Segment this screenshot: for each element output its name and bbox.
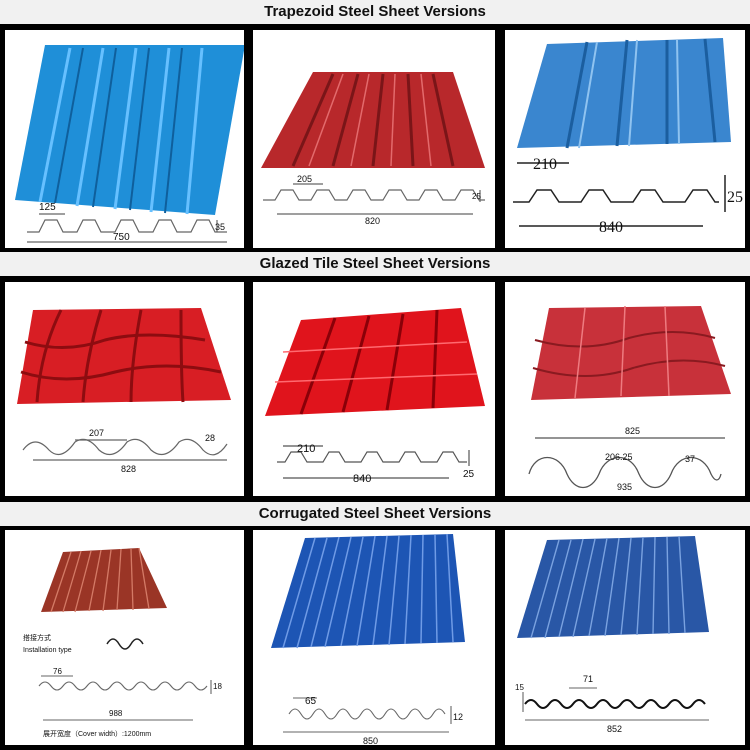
- glazed-tile-profile-diagram-3: [528, 437, 725, 489]
- section-title-glazed-tile: Glazed Tile Steel Sheet Versions: [0, 252, 750, 276]
- corrugated-profile-diagram-1: [38, 675, 212, 721]
- glazed-tile-profile-diagram-2: [277, 445, 470, 479]
- glazed-tile-sheet-panel-1: 207 28 828: [5, 282, 244, 496]
- dimension-label: 825: [625, 426, 640, 436]
- section-title-corrugated: Corrugated Steel Sheet Versions: [0, 502, 750, 526]
- section-title-trapezoid: Trapezoid Steel Sheet Versions: [0, 0, 750, 24]
- corrugated-sheet-image-3: [517, 535, 709, 639]
- trapezoid-sheet-image-3: [517, 38, 731, 149]
- dimension-label: 750: [113, 232, 130, 243]
- dimension-label: 828: [121, 464, 136, 474]
- dimension-label: 840: [599, 219, 623, 236]
- dimension-label: 28: [205, 433, 215, 443]
- dimension-label: 25: [463, 469, 475, 480]
- trapezoid-sheet-image-1: [15, 45, 244, 215]
- dimension-label: 71: [583, 674, 593, 684]
- glazed-tile-sheet-image-3: [531, 305, 731, 400]
- glazed-tile-sheet-panel-3: 825 206.25 37 935: [505, 282, 745, 496]
- dimension-label: 210: [533, 156, 557, 173]
- installation-type-label-en: Installation type: [23, 647, 72, 654]
- trapezoid-profile-diagram-1: [27, 213, 227, 243]
- dimension-label: 852: [607, 724, 622, 734]
- trapezoid-profile-diagram-2: [263, 183, 485, 215]
- trapezoid-sheet-image-2: [261, 72, 485, 168]
- trapezoid-sheet-panel-1: 125 35 750: [5, 30, 244, 248]
- dimension-label: 820: [365, 216, 380, 226]
- dimension-label: 18: [213, 682, 222, 691]
- cover-width-label: 展开宽度（Cover width）:1200mm: [43, 729, 151, 738]
- dimension-label: 207: [89, 428, 104, 438]
- dimension-label: 206.25: [605, 452, 633, 462]
- trapezoid-sheet-panel-2: 205 25 820: [253, 30, 495, 248]
- dimension-label: 65: [305, 696, 317, 707]
- dimension-lines: [522, 687, 709, 721]
- glazed-tile-sheet-panel-2: 210 25 840: [253, 282, 495, 496]
- dimension-label: 935: [617, 482, 632, 492]
- corrugated-sheet-panel-2: 65 12 850: [253, 530, 495, 745]
- dimension-label: 205: [297, 174, 312, 184]
- dimension-label: 210: [297, 443, 315, 455]
- corrugated-profile-diagram-2: [283, 697, 452, 733]
- trapezoid-sheet-panel-3: 210 25 840: [505, 30, 745, 248]
- dimension-label: 12: [453, 712, 463, 722]
- dimension-label: 37: [685, 454, 695, 464]
- glazed-tile-profile-diagram-1: [22, 438, 228, 461]
- trapezoid-profile-diagram-3: [513, 162, 726, 227]
- corrugated-sheet-panel-3: 15 71 852: [505, 530, 745, 745]
- dimension-label: 988: [109, 709, 123, 718]
- installation-type-label-cn: 搭接方式: [23, 633, 51, 642]
- installation-type-icon: [106, 638, 144, 650]
- corrugated-profile-diagram-3: [524, 699, 706, 709]
- corrugated-sheet-panel-1: 搭接方式 Installation type 76 18 988 展开宽度（Co…: [5, 530, 244, 745]
- corrugated-sheet-image-2: [271, 533, 465, 649]
- corrugated-sheet-image-1: [41, 547, 167, 613]
- dimension-label: 840: [353, 473, 371, 485]
- glazed-tile-sheet-image-2: [265, 308, 485, 416]
- glazed-tile-sheet-image-1: [17, 308, 231, 404]
- dimension-label: 76: [53, 667, 62, 676]
- dimension-label: 25: [727, 189, 743, 206]
- dimension-label: 15: [515, 683, 524, 692]
- dimension-label: 25: [472, 192, 481, 201]
- dimension-label: 35: [215, 222, 225, 232]
- dimension-label: 125: [39, 202, 56, 213]
- dimension-label: 850: [363, 736, 378, 745]
